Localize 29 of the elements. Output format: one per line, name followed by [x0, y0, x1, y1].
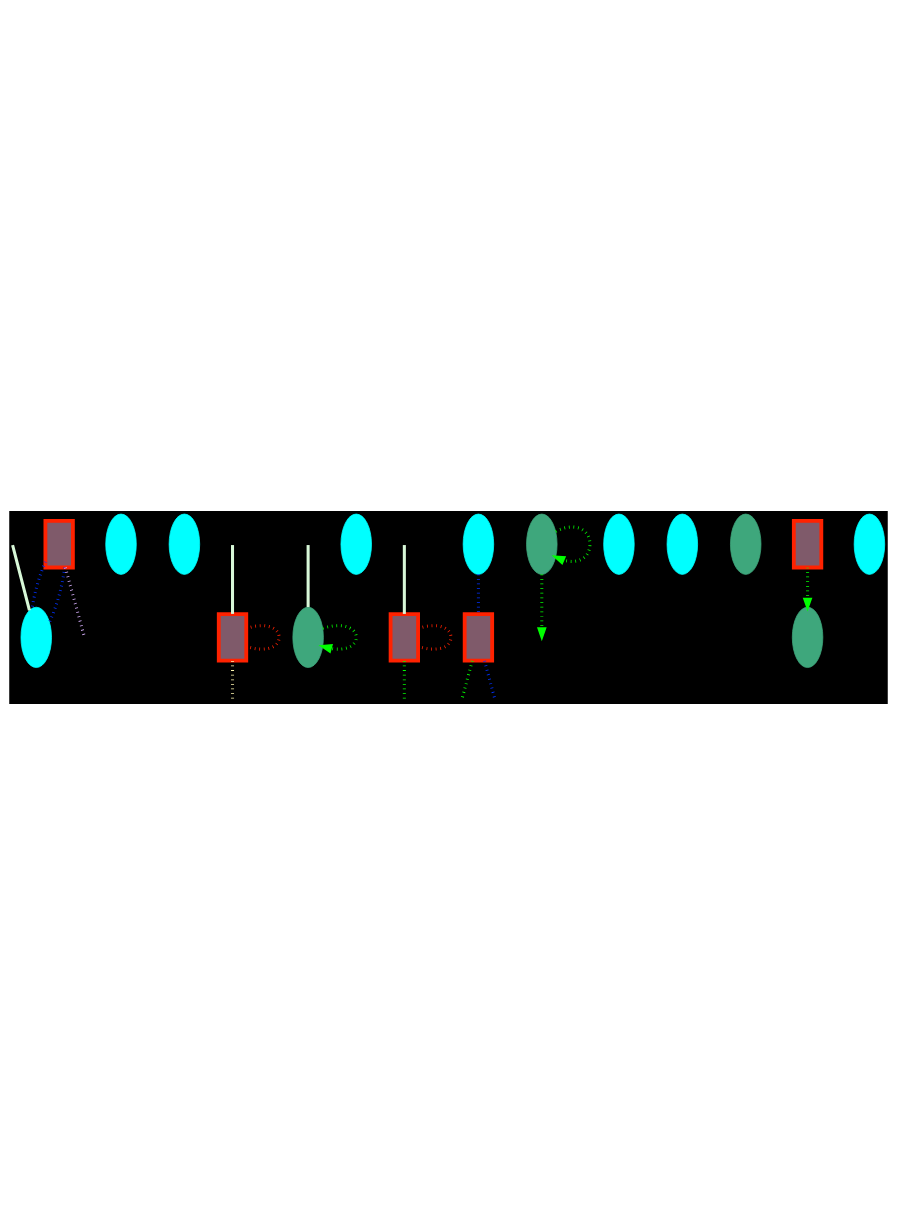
node-box [388, 611, 420, 663]
node-ellipse [853, 513, 886, 575]
node-ellipse [168, 513, 201, 575]
arrow [318, 623, 358, 653]
node-ellipse [20, 606, 52, 668]
node-box [462, 611, 495, 663]
node-box [216, 611, 249, 663]
node-ellipse [340, 513, 372, 575]
node-box [791, 518, 824, 569]
connector [231, 544, 235, 614]
connector [306, 544, 310, 607]
node-ellipse [526, 513, 558, 575]
connector [460, 660, 474, 701]
node-ellipse [730, 513, 762, 575]
connector [63, 566, 86, 637]
connector [402, 544, 406, 614]
connector [11, 544, 31, 611]
node-ellipse [791, 606, 824, 668]
node-ellipse [666, 513, 698, 575]
node-ellipse [462, 513, 495, 575]
connector [476, 574, 480, 614]
node-ellipse [105, 513, 137, 575]
node-box [43, 518, 75, 569]
connector [30, 560, 47, 608]
node-ellipse [603, 513, 635, 575]
connector [231, 660, 235, 700]
connector [402, 660, 406, 700]
arrow [551, 525, 592, 565]
node-ellipse [292, 606, 324, 668]
